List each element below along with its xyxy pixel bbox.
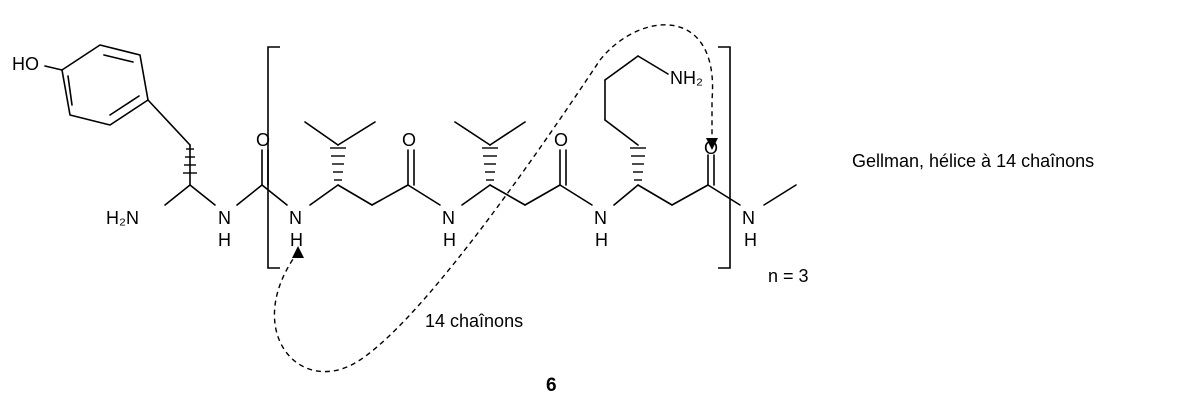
terminal-n-label: N xyxy=(742,208,755,228)
helix-caption: Gellman, hélice à 14 chaînons xyxy=(852,151,1095,171)
repeat-bracket-left xyxy=(267,46,280,269)
urea-linkage xyxy=(189,149,288,206)
residue2-isopropyl xyxy=(454,121,526,181)
residue1-o-label: O xyxy=(402,130,416,150)
lysine-amine-label: NH₂ xyxy=(670,68,703,88)
residue2-backbone xyxy=(461,149,593,206)
amine-terminus-label: H₂N xyxy=(106,208,139,228)
residue3-n-label: N xyxy=(594,208,607,228)
terminal-h-label: H xyxy=(744,230,757,250)
residue1-backbone xyxy=(309,149,441,206)
hbond-arrowhead-bottom xyxy=(292,246,304,258)
terminal-methyl-bond xyxy=(763,184,797,206)
residue1-n-label: N xyxy=(289,208,302,228)
hydrogen-bond-loop xyxy=(273,24,714,373)
urea-n-label: N xyxy=(218,208,231,228)
residue1-h-label: H xyxy=(290,230,303,250)
residue3-backbone xyxy=(613,154,741,206)
residue3-lysine-side-chain xyxy=(604,55,669,181)
residue3-h-label: H xyxy=(595,230,608,250)
stereo-hash-bond-1 xyxy=(183,148,197,174)
urea-o-label: O xyxy=(256,130,270,150)
tyrosine-side-chain xyxy=(147,99,191,186)
ring-size-label: 14 chaînons xyxy=(425,311,524,331)
repeat-bracket-right xyxy=(718,46,731,269)
residue1-isopropyl xyxy=(304,121,376,181)
repeat-count-label: n = 3 xyxy=(768,266,809,286)
tyrosine-phenol-ring xyxy=(44,44,149,126)
compound-number: 6 xyxy=(546,375,557,396)
residue2-o-label: O xyxy=(554,130,568,150)
residue2-h-label: H xyxy=(443,230,456,250)
hbond-arrowhead-top xyxy=(706,138,718,150)
urea-h-label: H xyxy=(218,230,231,250)
residue2-n-label: N xyxy=(442,208,455,228)
hydroxyl-label: HO xyxy=(12,54,39,74)
